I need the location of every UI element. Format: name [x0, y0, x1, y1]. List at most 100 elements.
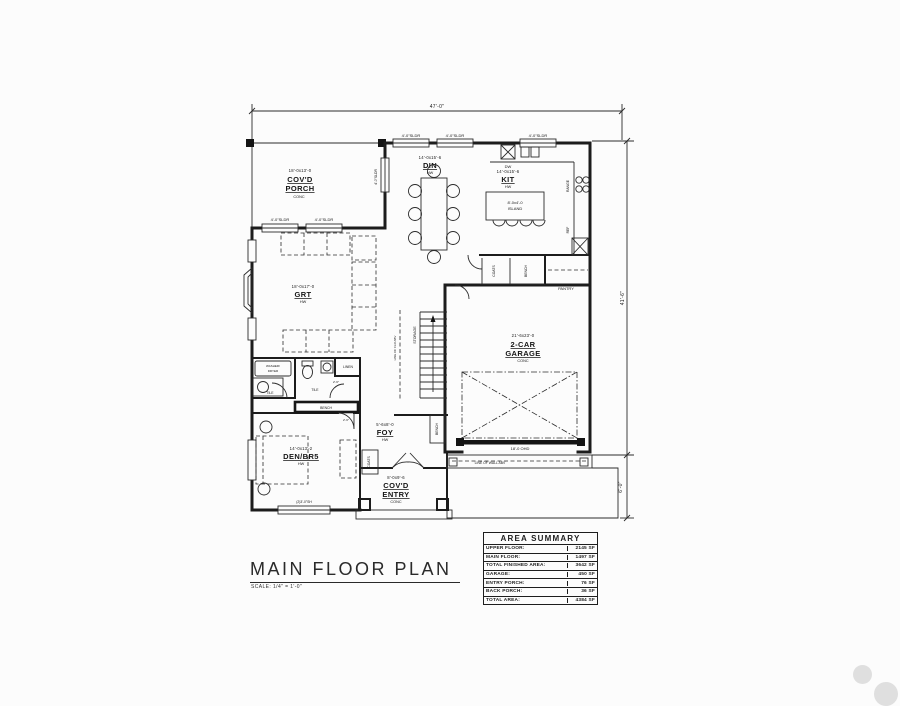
- room-kitchen: 14'-0x15'-6 KIT HW DW RANGE REF 8'-0x4'-…: [467, 144, 590, 291]
- pantry-label: PANTRY: [558, 286, 574, 291]
- room-floor: HW: [298, 462, 305, 466]
- window-grt: [247, 317, 257, 341]
- row-label: BACK PORCH:: [486, 589, 523, 595]
- row-label: ENTRY PORCH:: [486, 580, 525, 586]
- row-label: GARAGE:: [486, 572, 511, 578]
- row-label: UPPER FLOOR:: [486, 546, 525, 552]
- door-size-label: 2'-6": [343, 418, 349, 422]
- table-row: ENTRY PORCH: 76 SF: [484, 579, 597, 588]
- room-covd-porch: 18'-0x13'-0 COV'D PORCH CONC: [285, 168, 314, 199]
- window-slider: [261, 138, 557, 233]
- mud-bench: BENCH: [293, 400, 360, 414]
- dimension-annotations: 47'-0" 41'-6" 6'-0": [248, 104, 634, 522]
- row-label: TOTAL AREA:: [486, 597, 520, 603]
- washer-dryer: WASHER/ DRYER: [252, 360, 292, 397]
- area-summary-table: AREA SUMMARY UPPER FLOOR: 2145 SF MAIN F…: [483, 532, 598, 606]
- window-label: (2)3'-0"SH: [296, 500, 312, 504]
- dim-right-upper: 41'-6": [620, 291, 626, 306]
- bench-label: BENCH: [320, 406, 332, 410]
- window-label: 4'-0"SLDR: [446, 133, 465, 138]
- room-label: DEN/BR5: [283, 452, 319, 461]
- table-row: BACK PORCH: 36 SF: [484, 588, 597, 597]
- room-label: FOY: [377, 428, 394, 437]
- room-label: COV'D: [383, 481, 409, 490]
- wall-top-right: [381, 141, 592, 454]
- door-arc: [329, 383, 345, 399]
- room-floor: HW: [427, 171, 434, 175]
- door-arc: [337, 412, 355, 430]
- refrigerator: [571, 237, 589, 256]
- dw-label: DW: [505, 164, 512, 169]
- porch-post: [378, 139, 386, 147]
- garage-parking-area: [461, 371, 578, 439]
- room-floor: CONC: [293, 195, 304, 199]
- table-row: TOTAL AREA: 4384 SF: [484, 597, 597, 605]
- wall-kitchen-hall: [479, 254, 591, 285]
- front-door: [391, 452, 425, 469]
- island-label: ISLAND: [508, 206, 523, 211]
- range: [575, 176, 590, 193]
- window-label: 4'-0"SLDR: [402, 133, 421, 138]
- wall-linen: [334, 357, 361, 377]
- window-label: 4'-0"SLDR: [529, 133, 548, 138]
- window-label: 4'-0"SLDR: [374, 169, 378, 185]
- island-size: 8'-0x4'-0: [507, 200, 523, 205]
- room-size: 8'-0x9'-6: [387, 475, 405, 480]
- dim-top: 47'-0": [430, 104, 445, 110]
- bed: [255, 420, 309, 496]
- cubby-bench-label: BENCH: [524, 265, 528, 277]
- room-garage: 21'-6x23'-0 2-CAR GARAGE CONC 18'-0 OHD: [454, 284, 585, 451]
- ref-label: REF: [566, 227, 570, 234]
- ohd-label: 18'-0 OHD: [511, 446, 530, 451]
- windows: 4'-0"SLDR 4'-0"SLDR 4'-0"SLDR 4'-0"SLDR …: [247, 133, 557, 515]
- room-label: 2-CAR: [511, 340, 536, 349]
- entry-closet: [361, 449, 379, 475]
- floor-tile-label: TILE: [266, 391, 274, 395]
- dim-right-lower: 6'-0": [618, 481, 624, 492]
- entry-column: [358, 498, 371, 511]
- room-den: 14'-0x13'-2 DEN/BR5 HW 2'-6": [255, 412, 357, 496]
- dryer-label: DRYER: [268, 369, 279, 373]
- room-size: 21'-6x23'-0: [512, 333, 535, 338]
- foyer-bench: [429, 414, 446, 444]
- mud-cubbies: [480, 258, 545, 285]
- stairs: STORAGE LINE OF FLR ABV: [393, 310, 447, 400]
- porch-post: [246, 139, 254, 147]
- sink: [520, 146, 540, 158]
- door-arc: [454, 284, 470, 300]
- room-size: 14'-0x13'-2: [290, 446, 313, 451]
- row-value: 4384 SF: [567, 597, 597, 603]
- storage-label: STORAGE: [413, 326, 417, 344]
- dishwasher: [500, 144, 516, 160]
- back-patio: LINE OF WALL ABV: [446, 454, 619, 519]
- coats-label: COATS: [367, 456, 371, 468]
- room-size: 14'-0x15'-6: [419, 155, 442, 160]
- window-label: 4'-0"SLDR: [271, 217, 290, 222]
- window-grt: [247, 239, 257, 263]
- cubby-coats-label: COATS: [492, 265, 496, 277]
- room-label: GARAGE: [505, 349, 540, 358]
- table-row: GARAGE: 450 SF: [484, 571, 597, 580]
- door-arc: [467, 254, 483, 270]
- stair-treads: [420, 318, 447, 390]
- dining-chairs: [408, 164, 460, 264]
- patio-edge: [446, 467, 619, 519]
- row-value: 3642 SF: [567, 563, 597, 569]
- room-covd-entry: 8'-0x9'-6 COV'D ENTRY CONC: [355, 475, 453, 520]
- watermark-circle: [874, 682, 898, 706]
- room-foyer: 5'-6x8'-0 FOY HW COATS BENCH: [361, 414, 446, 475]
- room-label: GRT: [294, 290, 311, 299]
- door-size-label: 2'-6": [333, 380, 339, 384]
- room-size: 14'-0x15'-6: [497, 169, 520, 174]
- window-den-west: [247, 439, 257, 481]
- room-size: 5'-6x8'-0: [376, 422, 394, 427]
- pwr-sink: [320, 360, 334, 374]
- row-label: TOTAL FINISHED AREA:: [486, 563, 546, 569]
- room-floor: CONC: [390, 500, 401, 504]
- toilet: [301, 360, 314, 379]
- stair-arrow: [430, 315, 436, 322]
- room-floor: CONC: [517, 359, 528, 363]
- room-label: KIT: [501, 175, 514, 184]
- area-summary-header: AREA SUMMARY: [484, 533, 597, 545]
